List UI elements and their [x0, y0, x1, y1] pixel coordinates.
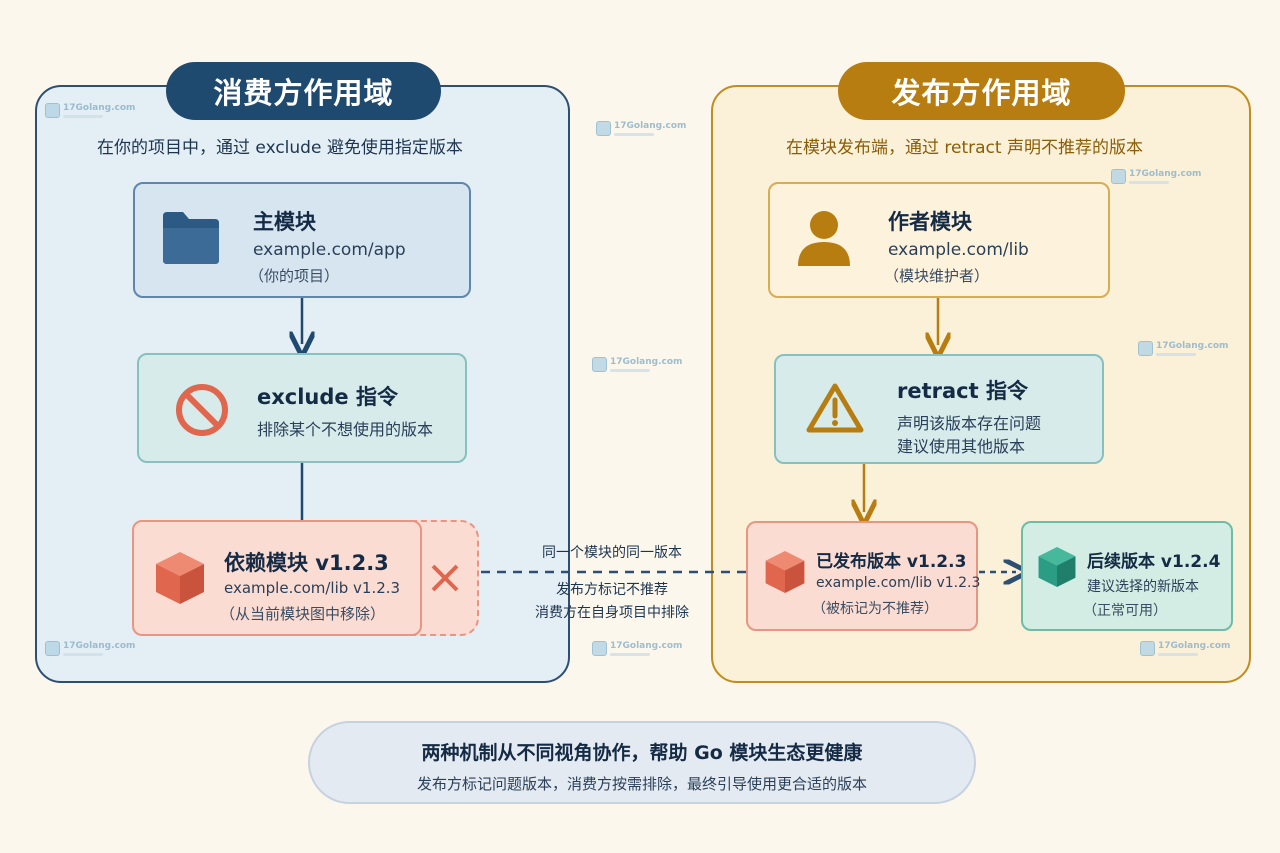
watermark-logo-icon — [45, 641, 60, 656]
dependency-removed-zone — [411, 520, 479, 636]
warning-icon — [806, 383, 864, 433]
exclude-directive-card: exclude 指令 排除某个不想使用的版本 — [137, 353, 467, 463]
published-version-path: example.com/lib v1.2.3 — [816, 575, 981, 591]
link-label-consumer: 消费方在自身项目中排除 — [535, 605, 689, 621]
watermark: 17Golang.com — [45, 641, 135, 656]
main-module-title: 主模块 — [253, 210, 316, 234]
link-label-same-version: 同一个模块的同一版本 — [542, 545, 682, 561]
dependency-module-note: （从当前模块图中移除） — [220, 605, 386, 623]
exclude-directive-title: exclude 指令 — [257, 385, 398, 409]
watermark-logo-icon — [592, 357, 607, 372]
watermark: 17Golang.com — [1111, 169, 1201, 184]
link-label-publisher: 发布方标记不推荐 — [556, 582, 668, 598]
retract-directive-line2: 建议使用其他版本 — [897, 437, 1026, 456]
user-icon — [798, 211, 850, 266]
consumer-scope-title: 消费方作用域 — [166, 62, 441, 120]
watermark: 17Golang.com — [592, 357, 682, 372]
author-module-card: 作者模块 example.com/lib （模块维护者） — [768, 182, 1110, 298]
main-module-card: 主模块 example.com/app （你的项目） — [133, 182, 471, 298]
retract-directive-title: retract 指令 — [897, 379, 1028, 403]
next-version-title: 后续版本 v1.2.4 — [1087, 552, 1221, 572]
cube-icon — [765, 551, 805, 593]
author-module-title: 作者模块 — [888, 210, 972, 234]
main-module-note: （你的项目） — [249, 267, 340, 285]
watermark: 17Golang.com — [1138, 341, 1228, 356]
watermark-logo-icon — [45, 103, 60, 118]
author-module-path: example.com/lib — [888, 240, 1029, 260]
watermark-logo-icon — [596, 121, 611, 136]
publisher-scope-subtitle: 在模块发布端，通过 retract 声明不推荐的版本 — [786, 138, 1143, 158]
consumer-scope-subtitle: 在你的项目中，通过 exclude 避免使用指定版本 — [97, 138, 463, 158]
watermark: 17Golang.com — [592, 641, 682, 656]
dependency-module-path: example.com/lib v1.2.3 — [224, 579, 401, 597]
cross-icon — [431, 564, 459, 592]
retract-directive-line1: 声明该版本存在问题 — [897, 414, 1042, 433]
exclude-directive-description: 排除某个不想使用的版本 — [257, 420, 434, 439]
main-module-path: example.com/app — [253, 240, 406, 260]
summary-banner: 两种机制从不同视角协作，帮助 Go 模块生态更健康 发布方标记问题版本，消费方按… — [308, 721, 976, 804]
cube-icon — [156, 552, 204, 604]
next-version-card: 后续版本 v1.2.4 建议选择的新版本 （正常可用） — [1021, 521, 1233, 631]
watermark: 17Golang.com — [45, 103, 135, 118]
summary-subtitle: 发布方标记问题版本，消费方按需排除，最终引导使用更合适的版本 — [416, 775, 867, 793]
prohibited-icon — [176, 384, 228, 436]
summary-title: 两种机制从不同视角协作，帮助 Go 模块生态更健康 — [421, 742, 863, 764]
next-version-note: （正常可用） — [1083, 603, 1167, 619]
retract-directive-card: retract 指令 声明该版本存在问题 建议使用其他版本 — [774, 354, 1104, 464]
published-version-note: （被标记为不推荐） — [812, 601, 938, 617]
watermark: 17Golang.com — [1140, 641, 1230, 656]
dependency-module-card: 依赖模块 v1.2.3 example.com/lib v1.2.3 （从当前模… — [132, 520, 422, 636]
folder-icon — [163, 212, 219, 264]
watermark-logo-icon — [592, 641, 607, 656]
next-version-description: 建议选择的新版本 — [1087, 579, 1199, 595]
author-module-note: （模块维护者） — [884, 267, 990, 285]
watermark-logo-icon — [1140, 641, 1155, 656]
published-version-title: 已发布版本 v1.2.3 — [816, 552, 967, 572]
watermark-logo-icon — [1111, 169, 1126, 184]
watermark-logo-icon — [1138, 341, 1153, 356]
cube-icon — [1038, 547, 1076, 587]
published-version-card: 已发布版本 v1.2.3 example.com/lib v1.2.3 （被标记… — [746, 521, 981, 631]
dependency-module-title: 依赖模块 v1.2.3 — [224, 551, 389, 575]
publisher-scope-title: 发布方作用域 — [838, 62, 1125, 120]
watermark: 17Golang.com — [596, 121, 686, 136]
